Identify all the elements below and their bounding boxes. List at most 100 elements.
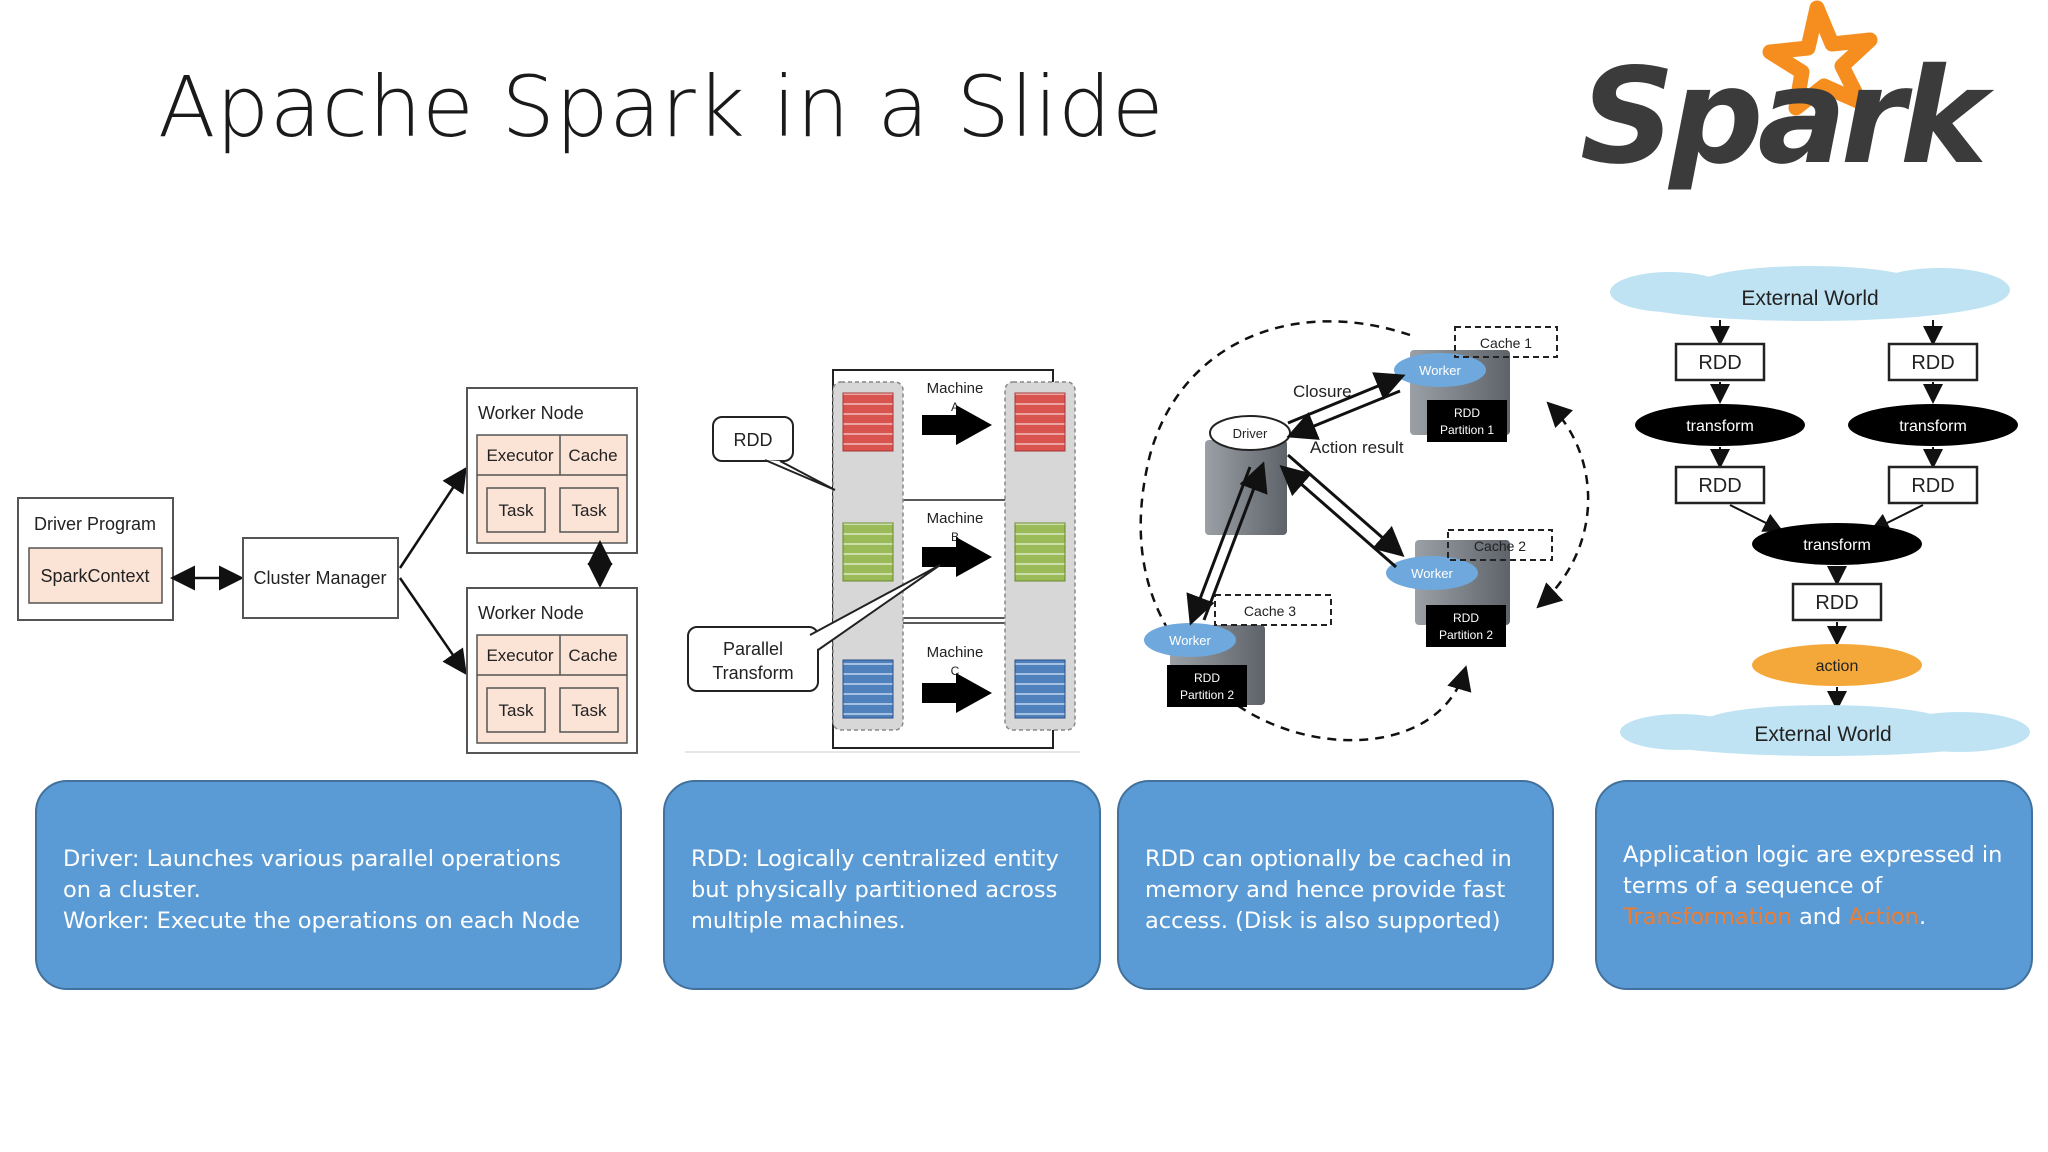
rdd-partition-2b-box bbox=[1167, 665, 1247, 707]
dashed-loop-arrow bbox=[1536, 401, 1590, 609]
action-ellipse bbox=[1752, 644, 1922, 686]
task-label: Task bbox=[572, 501, 607, 520]
cluster-manager-box: Cluster Manager bbox=[242, 537, 399, 619]
executor-label: Executor bbox=[486, 446, 553, 465]
cm-worker2-arrow bbox=[398, 577, 467, 676]
partition-a-right bbox=[1014, 392, 1066, 452]
external-world-cloud-bottom: External World bbox=[1620, 705, 2030, 756]
worker-node-label: Worker Node bbox=[478, 603, 584, 623]
transform-arrow-icon bbox=[922, 537, 992, 577]
closure-arrow bbox=[1287, 453, 1405, 557]
transform-label: transform bbox=[1803, 537, 1871, 554]
rdd-box bbox=[1791, 582, 1883, 622]
rdd-callout-label: RDD bbox=[734, 430, 773, 450]
caption-line: Driver: Launches various parallel operat… bbox=[63, 846, 561, 903]
cm-worker1-arrow bbox=[398, 466, 467, 569]
transform-ellipse bbox=[1635, 404, 1805, 446]
rdd-box bbox=[1674, 342, 1766, 382]
cache-label: Cache bbox=[568, 646, 617, 665]
caption-and: and bbox=[1798, 904, 1842, 930]
spark-logo-text: Spark bbox=[1580, 40, 1988, 194]
worker-2 bbox=[1386, 556, 1478, 590]
driver-program-label: Driver Program bbox=[34, 514, 156, 534]
rdd-box bbox=[1887, 342, 1979, 382]
machine-label: Machine bbox=[927, 510, 984, 527]
transform-label: Transform bbox=[712, 663, 793, 683]
driver-label: Driver bbox=[1233, 426, 1268, 441]
task-box bbox=[559, 487, 619, 533]
parallel-label: Parallel bbox=[723, 639, 783, 659]
rdd-partition-1-box bbox=[1427, 400, 1507, 442]
closure-label: Closure bbox=[1293, 382, 1352, 401]
rdd-partition-diagram: Machine A Machine B Machine C RDD Parall… bbox=[685, 369, 1080, 753]
partition-c-right bbox=[1014, 659, 1066, 719]
spark-context-box bbox=[28, 547, 163, 604]
transformation-highlight: Transformation bbox=[1623, 904, 1792, 930]
spark-context-label: SparkContext bbox=[40, 566, 149, 586]
external-world-cloud-top: External World bbox=[1610, 266, 2010, 321]
parallel-transform-callout: Parallel Transform bbox=[687, 564, 941, 692]
task-box bbox=[559, 687, 619, 733]
machine-label: Machine bbox=[927, 644, 984, 661]
machine-b-label: B bbox=[951, 530, 959, 544]
partition-b-right bbox=[1014, 522, 1066, 582]
cache2-box bbox=[1447, 529, 1553, 561]
rdd-caching-diagram: Driver Closure Action result Worker RDD … bbox=[1139, 320, 1590, 742]
rdd-label: RDD bbox=[1698, 475, 1741, 497]
action-label: action bbox=[1816, 658, 1859, 675]
caption-text: Application logic are expressed in terms… bbox=[1623, 840, 2007, 933]
partition-label: Partition 1 bbox=[1440, 423, 1494, 437]
machine-a-label: A bbox=[951, 400, 959, 414]
action-result-arrow bbox=[1202, 461, 1268, 621]
rdd-label: RDD bbox=[1911, 352, 1954, 374]
task-label: Task bbox=[572, 701, 607, 720]
rdd-callout: RDD bbox=[712, 416, 836, 491]
partition-c-left bbox=[842, 659, 894, 719]
worker-node-1: Worker Node Executor Cache Task Task bbox=[466, 387, 638, 554]
rdd-label: RDD bbox=[1911, 475, 1954, 497]
rdd-label: RDD bbox=[1815, 592, 1858, 614]
worker-3 bbox=[1144, 623, 1236, 657]
caption-prefix: Application logic are expressed in terms… bbox=[1623, 842, 2003, 899]
caption-line: Worker: Execute the operations on each N… bbox=[63, 908, 581, 934]
cache-label: Cache bbox=[568, 446, 617, 465]
cache1-box bbox=[1454, 326, 1558, 358]
rdd-label: RDD bbox=[1454, 406, 1480, 420]
rdd-partition-2-box bbox=[1426, 605, 1506, 647]
partition-a-left bbox=[842, 392, 894, 452]
spark-logo: Spark bbox=[1570, 0, 1988, 205]
dashed-loop-arrow bbox=[1139, 320, 1472, 742]
task-box bbox=[486, 487, 546, 533]
transform-label: transform bbox=[1686, 418, 1754, 435]
driver-server-icon bbox=[1205, 440, 1287, 535]
partition-label: Partition 2 bbox=[1439, 628, 1493, 642]
task-box bbox=[486, 687, 546, 733]
machine-label: Machine bbox=[927, 380, 984, 397]
worker-label: Worker bbox=[1411, 566, 1453, 581]
action-highlight: Action bbox=[1848, 904, 1919, 930]
caption-box-rdd: RDD: Logically centralized entity but ph… bbox=[663, 780, 1101, 990]
transform-ellipse bbox=[1752, 523, 1922, 565]
transform-label: transform bbox=[1899, 418, 1967, 435]
action-result-arrow bbox=[1286, 389, 1401, 440]
worker-label: Worker bbox=[1169, 633, 1211, 648]
task-label: Task bbox=[499, 701, 534, 720]
slide-title: Apache Spark in a Slide bbox=[158, 58, 1165, 156]
caption-box-cache: RDD can optionally be cached in memory a… bbox=[1117, 780, 1554, 990]
action-result-arrow bbox=[1279, 465, 1397, 569]
rdd-label: RDD bbox=[1453, 611, 1479, 625]
cache-label: Cache 3 bbox=[1244, 603, 1296, 619]
external-world-label: External World bbox=[1754, 723, 1891, 746]
task-label: Task bbox=[499, 501, 534, 520]
transform-arrow-icon bbox=[922, 405, 992, 445]
rdd-label: RDD bbox=[1194, 671, 1220, 685]
caption-period: . bbox=[1918, 904, 1927, 930]
driver-program-box: Driver Program SparkContext bbox=[17, 497, 174, 621]
worker-1 bbox=[1394, 353, 1486, 387]
rdd-box bbox=[1887, 465, 1979, 505]
transform-ellipse bbox=[1848, 404, 2018, 446]
executor-label: Executor bbox=[486, 646, 553, 665]
worker-label: Worker bbox=[1419, 363, 1461, 378]
partition-label: Partition 2 bbox=[1180, 688, 1234, 702]
